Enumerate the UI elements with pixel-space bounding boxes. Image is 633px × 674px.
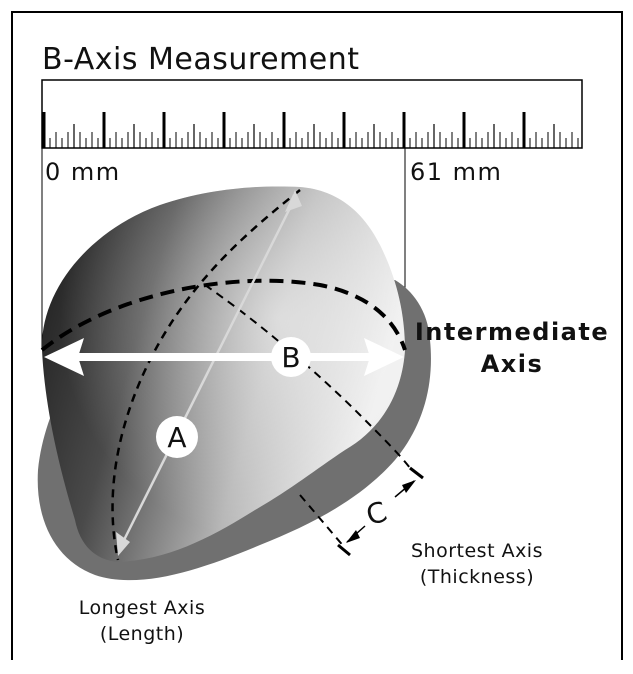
axis-a-letter: A (167, 421, 186, 454)
ruler-start-label: 0 mm (45, 158, 121, 186)
shortest-axis-label-line2: (Thickness) (420, 566, 534, 588)
ruler-body (41, 79, 583, 149)
intermediate-axis-label-line1: Intermediate (415, 318, 609, 346)
ruler-end-label: 61 mm (410, 158, 502, 186)
ruler-ticks (42, 112, 579, 148)
axis-b-arrow (44, 338, 404, 376)
axis-c-measure (299, 466, 424, 557)
longest-axis-label-line1: Longest Axis (79, 597, 205, 619)
longest-axis-label-line2: (Length) (100, 623, 184, 645)
axis-b-letter: B (281, 341, 300, 374)
dashed-curve-c (204, 284, 411, 469)
axis-b-marker (271, 337, 311, 377)
outer-frame (11, 11, 623, 660)
shortest-axis-label-line1: Shortest Axis (411, 540, 543, 562)
intermediate-axis-label-line2: Axis (481, 350, 544, 378)
axis-a-marker (156, 416, 198, 458)
ruler (41, 79, 583, 149)
diagram-title: B-Axis Measurement (42, 42, 359, 77)
pebble-highlight (41, 186, 405, 563)
dashed-curve-b (40, 278, 407, 352)
axis-c-letter: C (362, 495, 391, 532)
axis-a-arrow (116, 190, 302, 556)
